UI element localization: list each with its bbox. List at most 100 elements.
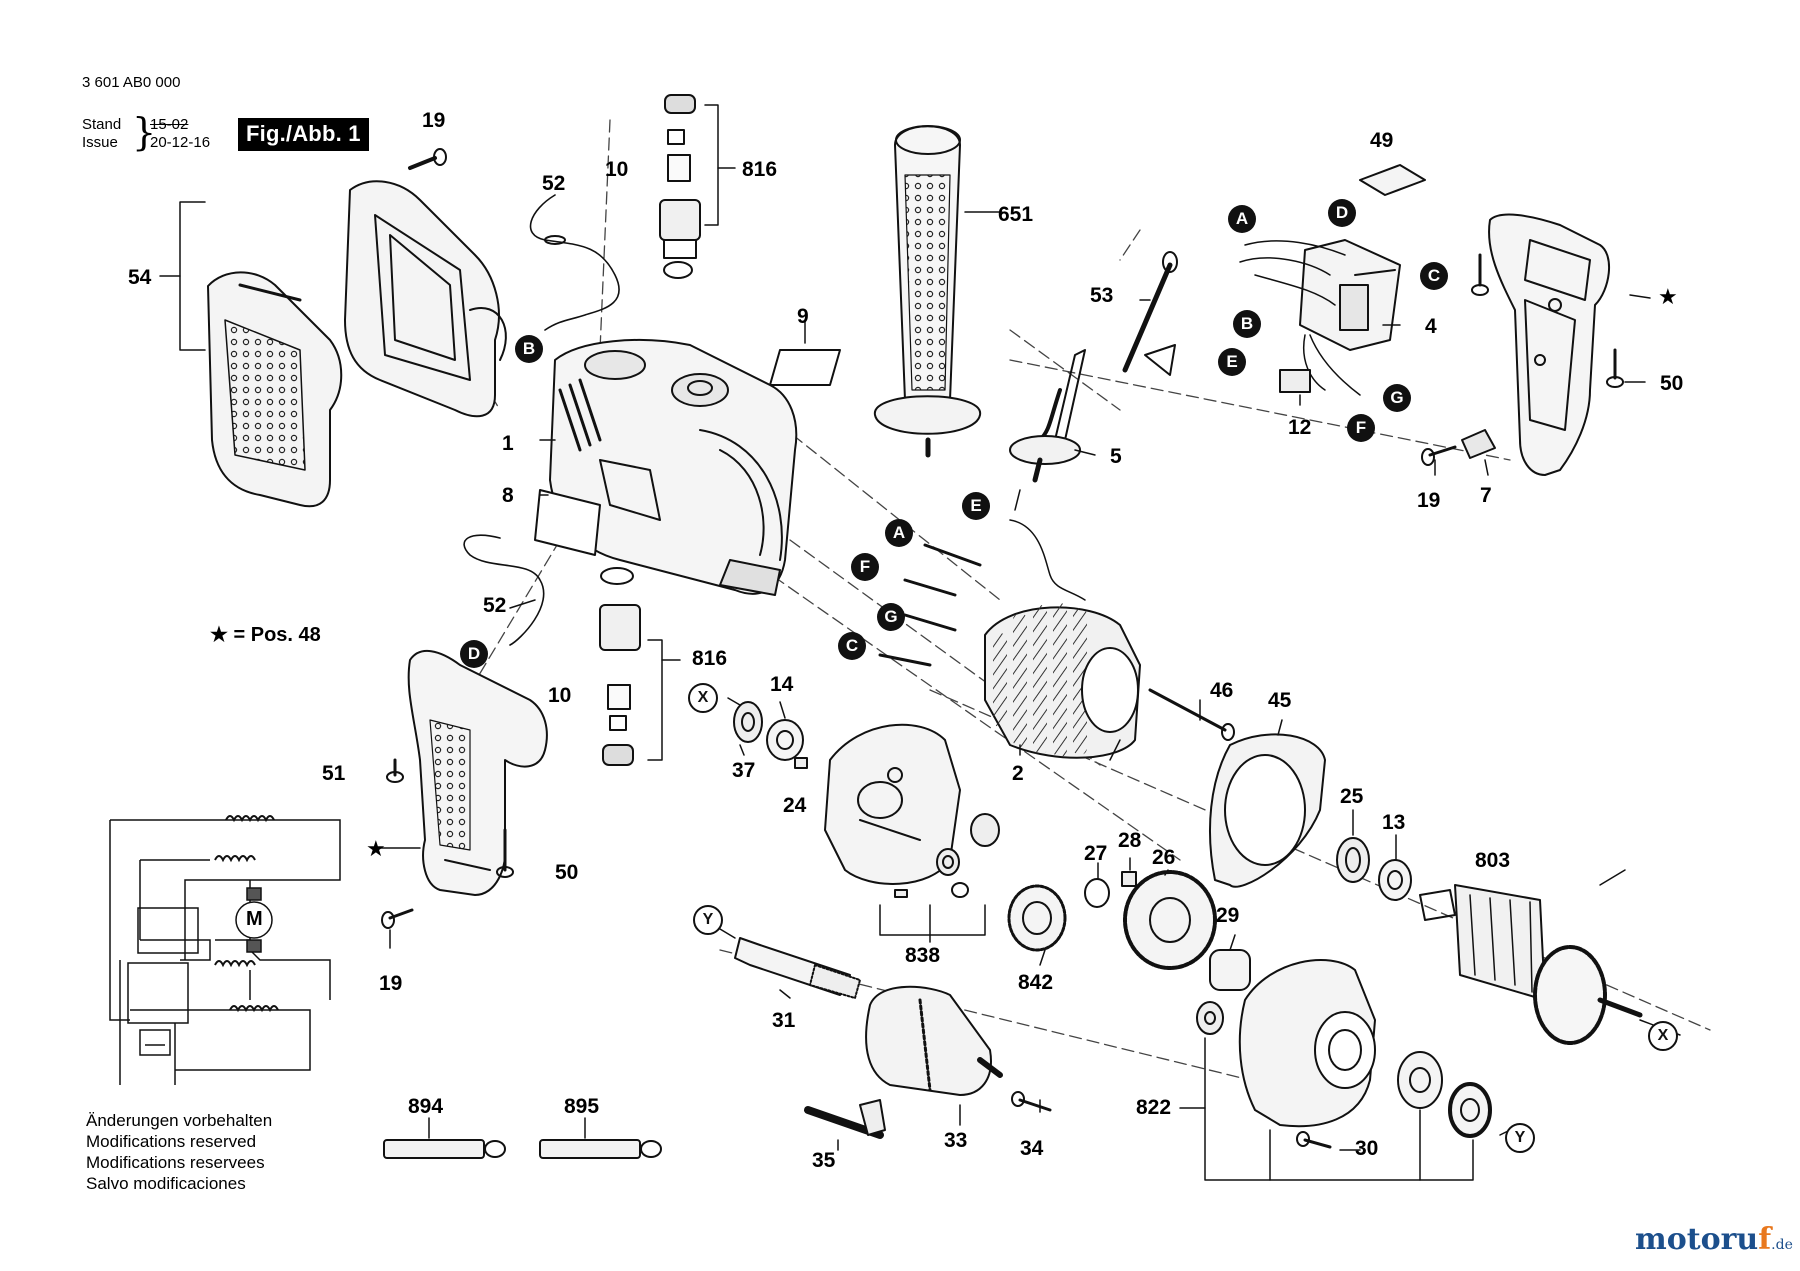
part-1-housing [549,339,798,596]
part-label-651: 651 [998,203,1034,226]
motor-symbol: M [246,908,263,930]
part-label-838: 838 [905,944,941,967]
part-label-816: 816 [692,647,728,670]
part-label-4: 4 [1425,315,1437,338]
connector-badge-y: Y [693,905,723,935]
part-label-24: 24 [783,794,807,817]
connector-badge-b: B [515,335,543,363]
part-label-842: 842 [1018,971,1054,994]
screw-right-top [1471,253,1489,296]
part-29-sleeve [1209,949,1251,991]
connector-badge-b: B [1233,310,1261,338]
screw-50-left [496,828,514,878]
part-small-pin [894,889,908,898]
connector-badge-d: D [1328,199,1356,227]
part-bushing [970,813,1000,847]
part-gear-housing [824,723,961,885]
connector-badge-y: Y [1505,1123,1535,1153]
connector-badge-f: F [851,553,879,581]
part-54-handle-grip [207,271,343,508]
part-822-small-bearing [1196,1001,1224,1035]
part-54-handle-frame [344,180,507,418]
modification-notes: Änderungen vorbehalten Modifications res… [86,1110,272,1194]
issue-value: 20-12-16 [150,134,211,151]
part-26-gear [1123,870,1217,970]
part-label-7: 7 [1480,484,1492,507]
connector-badge-a: A [885,519,913,547]
part-8-label [534,489,601,556]
part-label-26: 26 [1152,846,1176,869]
part-822-ring [1448,1082,1492,1138]
screw-19-top [408,148,447,170]
part-label-816: 816 [742,158,778,181]
part-816-top [659,94,736,279]
part-label-51: 51 [322,762,346,785]
part-label-30: 30 [1355,1137,1379,1160]
part-label-50: 50 [1660,372,1684,395]
logo-main: motoru [1635,1222,1759,1257]
part-37 [733,701,763,743]
part-label-895: 895 [564,1095,600,1118]
screw-19-right [1421,445,1457,466]
part-label-19: 19 [422,109,446,132]
wiring-diagram [109,815,341,1085]
part-label-35: 35 [812,1149,836,1172]
part-label-8: 8 [502,484,514,507]
part-label-2: 2 [1012,762,1024,785]
note-line: Modifications reservees [86,1153,265,1172]
stand-label: Stand [82,116,122,133]
part-label-19: 19 [379,972,403,995]
part-45-baffle [1209,733,1326,888]
part-label-894: 894 [408,1095,444,1118]
part-803-armature [1419,884,1643,1045]
part-894-tube [383,1139,506,1159]
part-label-25: 25 [1340,785,1364,808]
note-line: Änderungen vorbehalten [86,1111,273,1130]
part-lower-handle-shell [407,650,548,896]
part-895-tube [539,1139,662,1159]
part-label-52: 52 [483,594,507,617]
logo-accent: f [1758,1222,1772,1257]
connector-badge-e: E [962,492,990,520]
part-24 [794,757,808,769]
part-842-gear [1007,884,1067,952]
part-35-key [804,1099,886,1139]
part-822-bearing [1397,1051,1443,1109]
part-label-28: 28 [1118,829,1142,852]
part-27 [1084,878,1110,908]
motoruf-logo[interactable]: motoruf.de [1635,1222,1793,1257]
star-legend: ★ = Pos. 48 [210,624,321,646]
part-label-5: 5 [1110,445,1122,468]
part-label-37: 37 [732,759,756,782]
part-label-33: 33 [944,1129,968,1152]
part-25 [1336,837,1370,883]
connector-badge-c: C [838,632,866,660]
part-label-13: 13 [1382,811,1406,834]
part-5 [1009,349,1086,483]
doc-number: 3 601 AB0 000 [82,74,181,91]
figure-badge: Fig./Abb. 1 [238,118,369,151]
part-small-bearing [936,848,960,876]
issue-label: Issue [82,134,118,151]
header-brace: } [132,110,157,154]
part-52-wire-lower [463,534,545,646]
part-label-10: 10 [605,158,629,181]
note-line: Salvo modificaciones [86,1174,246,1193]
part-label-54: 54 [128,266,152,289]
part-33-chuck [865,985,1003,1096]
screw-30 [1296,1131,1332,1149]
connector-badge-d: D [460,640,488,668]
part-label-1: 1 [502,432,514,455]
part-label-50: 50 [555,861,579,884]
part-822-cover [1238,959,1376,1128]
connector-badge-x: X [1648,1021,1678,1051]
part-label-46: 46 [1210,679,1234,702]
connector-badge-g: G [1383,384,1411,412]
logo-suffix: .de [1771,1237,1793,1253]
part-label-34: 34 [1020,1137,1044,1160]
part-label-49: 49 [1370,129,1394,152]
part-label-19: 19 [1417,489,1441,512]
part-31-spindle [734,937,861,999]
part-label-27: 27 [1084,842,1108,865]
